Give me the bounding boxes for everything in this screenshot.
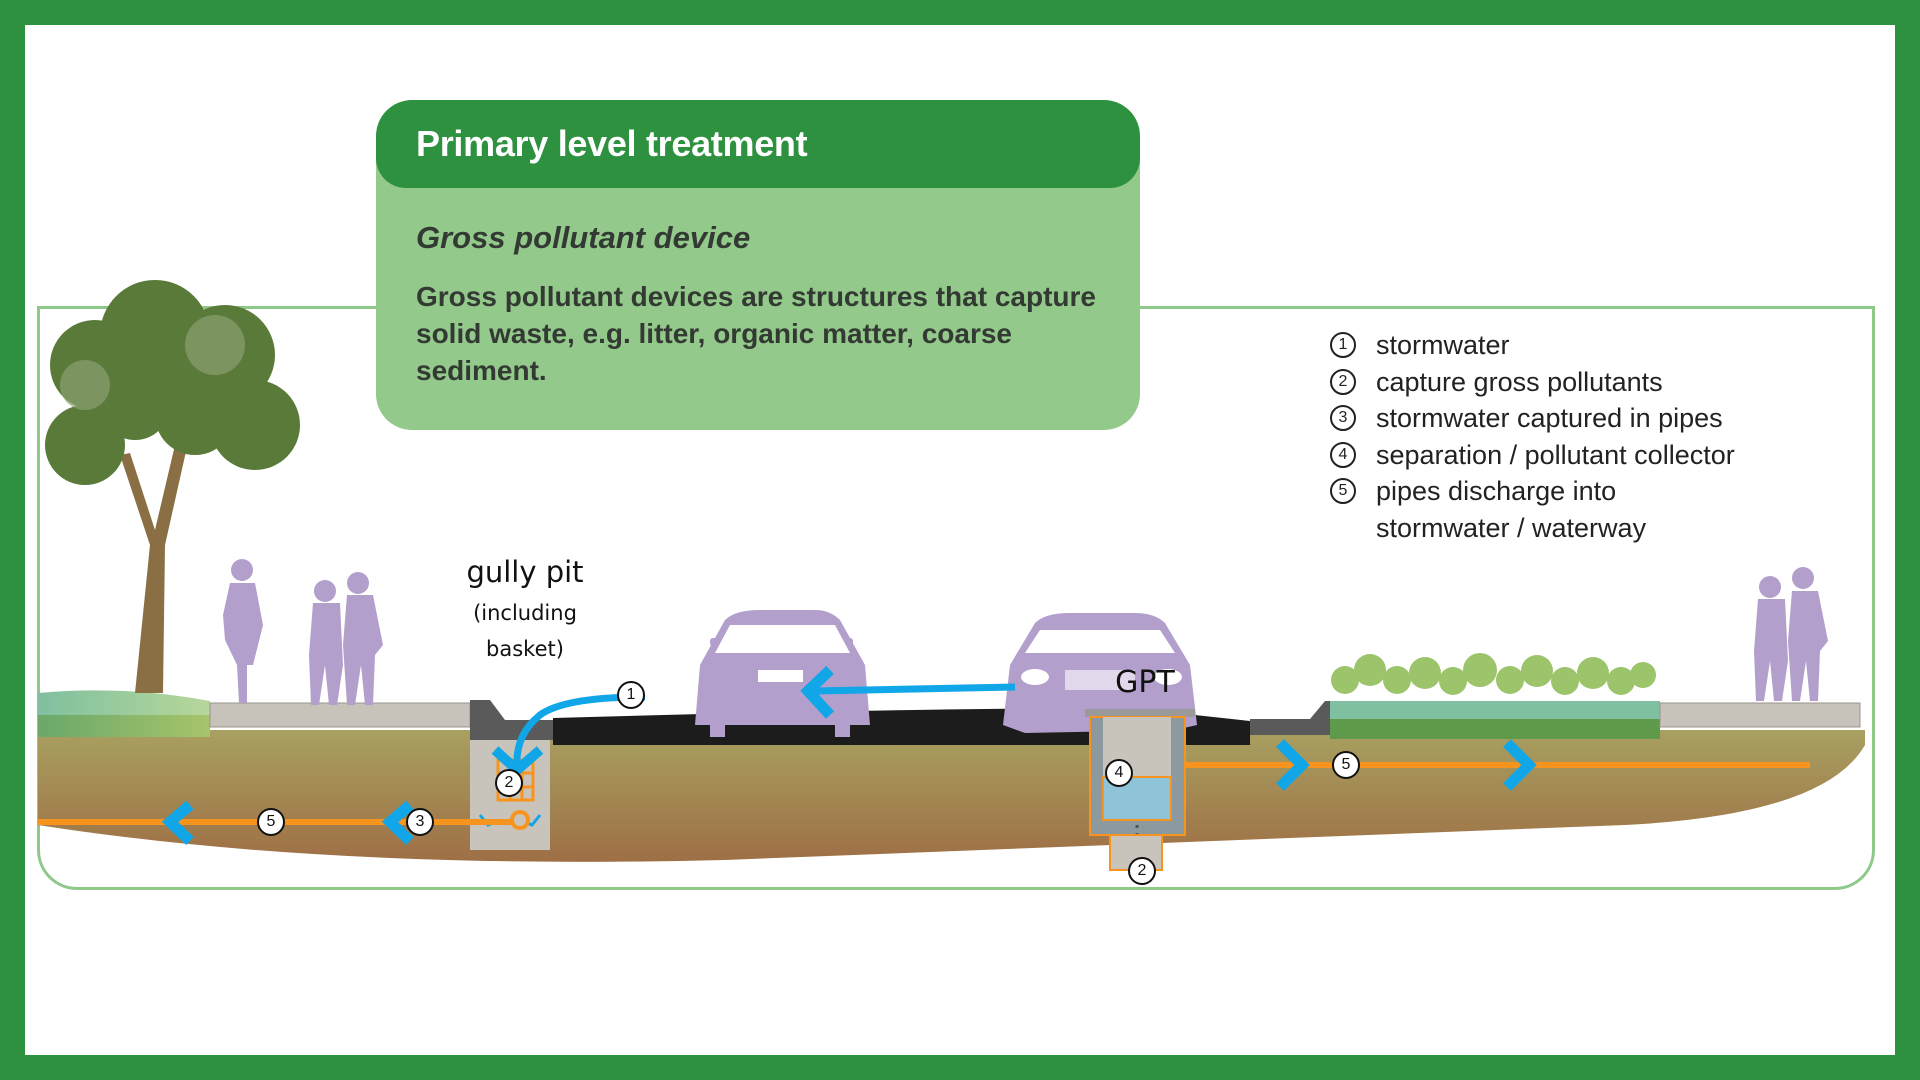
left-pipe-chevron-1 — [161, 800, 194, 845]
cyclist-silhouette — [223, 559, 263, 703]
info-card-body: Gross pollutant devices are structures t… — [416, 281, 1096, 386]
legend-text: stormwater / waterway — [1376, 512, 1647, 543]
inlet-flow-arrow — [513, 693, 646, 768]
left-kerb — [470, 700, 553, 740]
right-pipe-chevron-1 — [1276, 739, 1310, 791]
legend-item: 3 stormwater captured in pipes — [1330, 402, 1735, 439]
marker-right-discharge: 5 — [1332, 751, 1360, 779]
car-front-view — [1003, 613, 1197, 733]
soil-layer — [38, 730, 1865, 862]
couple-silhouette-right — [1754, 567, 1828, 701]
gpt-label: GPT — [1115, 665, 1175, 700]
gully-pit-label: gully pit — [466, 555, 584, 589]
shrubs — [1331, 653, 1656, 695]
right-kerb — [1250, 701, 1330, 735]
diagram-canvas: Primary level treatment Gross pollutant … — [25, 25, 1895, 1055]
left-pipe-chevron-2 — [381, 800, 414, 845]
info-card-subtitle: Gross pollutant device — [416, 220, 751, 255]
legend-text: separation / pollutant collector — [1376, 439, 1735, 470]
right-raingarden-bed — [1330, 701, 1660, 739]
legend-number-badge: 4 — [1330, 441, 1356, 468]
car-rear-view — [695, 610, 870, 737]
stormwater-flow — [161, 666, 1537, 845]
info-card: Primary level treatment Gross pollutant … — [376, 100, 1140, 430]
marker-gully-outlet-pipe: 3 — [406, 808, 434, 836]
legend-item-continuation: stormwater / waterway — [1330, 512, 1735, 549]
legend-number-badge: 5 — [1330, 478, 1356, 504]
right-footpath — [1659, 702, 1861, 728]
legend-text: stormwater — [1376, 330, 1510, 360]
marker-gpt-chamber: 4 — [1105, 759, 1133, 787]
left-footpath — [209, 702, 471, 728]
legend-number-badge: 2 — [1330, 368, 1356, 395]
right-pipe-chevron-2 — [1503, 739, 1537, 791]
legend-item: 5 pipes discharge into — [1330, 475, 1735, 512]
legend-text: stormwater captured in pipes — [1376, 403, 1723, 433]
marker-stormwater-inlet: 1 — [617, 681, 645, 709]
info-card-title: Primary level treatment — [376, 100, 1140, 188]
marker-gully-basket: 2 — [495, 769, 523, 797]
gully-pit-note-line2: basket) — [486, 637, 564, 661]
road-flow-line — [814, 683, 1016, 695]
legend-number-badge: 3 — [1330, 405, 1356, 431]
legend-number-badge: 1 — [1330, 332, 1356, 358]
legend-item: 1 stormwater — [1330, 329, 1735, 366]
legend-text: capture gross pollutants — [1376, 366, 1663, 397]
gpt-chamber — [1085, 709, 1195, 871]
legend: 1 stormwater 2 capture gross pollutants … — [1330, 329, 1735, 548]
tree — [45, 280, 300, 693]
legend-item: 4 separation / pollutant collector — [1330, 439, 1735, 476]
couple-silhouette-left — [309, 572, 383, 705]
left-grass-verge — [38, 690, 210, 737]
gully-pit-note-line1: (including — [473, 601, 577, 625]
marker-left-discharge: 5 — [257, 808, 285, 836]
legend-text: pipes discharge into — [1376, 476, 1617, 506]
street-cross-section — [38, 280, 1865, 871]
marker-gpt-sump: 2 — [1128, 857, 1156, 885]
legend-item: 2 capture gross pollutants — [1330, 366, 1735, 403]
road-flow-chevron — [800, 666, 835, 719]
